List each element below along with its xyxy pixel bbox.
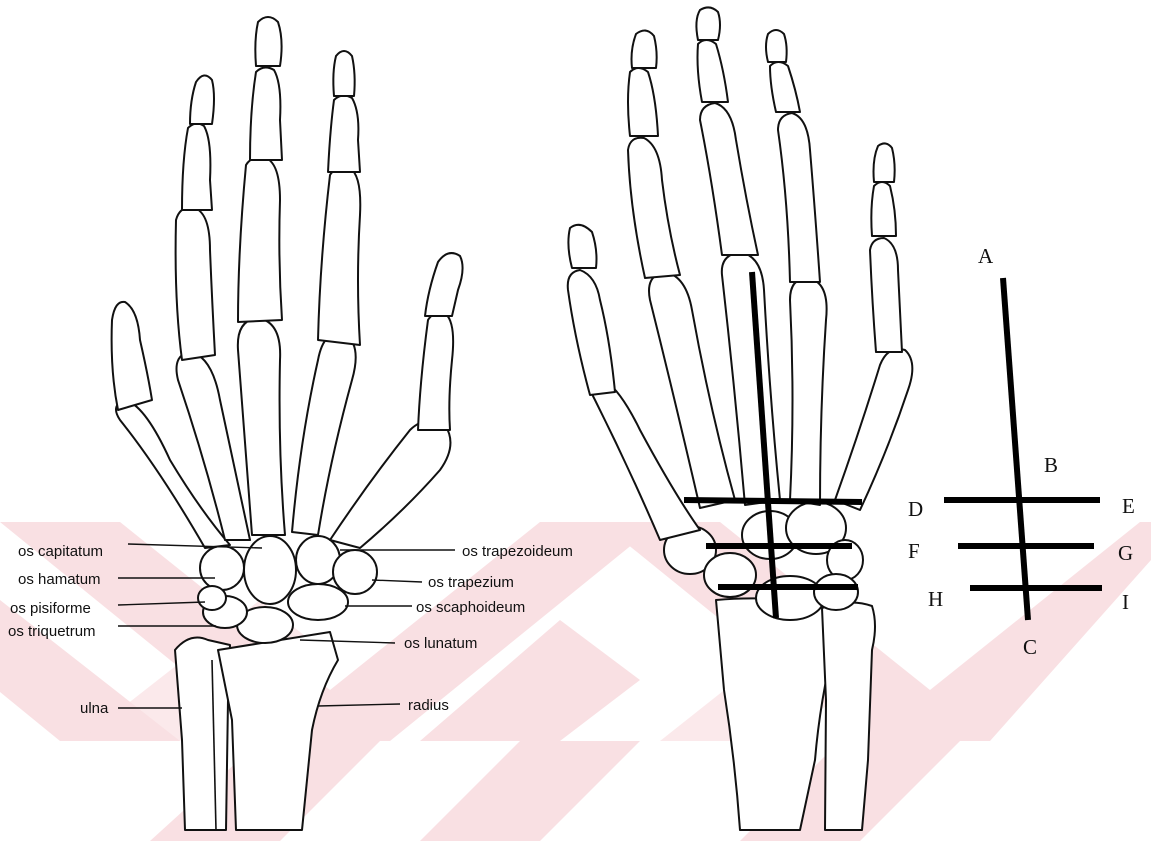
- label-os-triquetrum: os triquetrum: [8, 623, 96, 640]
- label-os-capitatum: os capitatum: [18, 543, 103, 560]
- letter-g: G: [1118, 541, 1133, 565]
- os-trapezium-bone: [333, 550, 377, 594]
- label-os-pisiforme: os pisiforme: [10, 600, 91, 617]
- schematic-axis-diagram: [944, 278, 1102, 620]
- watermark: [0, 522, 1151, 841]
- label-os-trapezium: os trapezium: [428, 574, 514, 591]
- label-os-lunatum: os lunatum: [404, 635, 477, 652]
- letter-e: E: [1122, 494, 1135, 518]
- os-capitatum-bone: [244, 536, 296, 604]
- letter-f: F: [908, 539, 920, 563]
- letter-h: H: [928, 587, 943, 611]
- letter-c: C: [1023, 635, 1037, 659]
- letter-b: B: [1044, 453, 1058, 477]
- os-hamatum-bone: [200, 546, 244, 590]
- label-os-scaphoideum: os scaphoideum: [416, 599, 525, 616]
- label-os-hamatum: os hamatum: [18, 571, 101, 588]
- os-scaphoideum-bone: [288, 584, 348, 620]
- label-os-trapezoideum: os trapezoideum: [462, 543, 573, 560]
- letter-a: A: [978, 244, 994, 268]
- letter-i: I: [1122, 590, 1129, 614]
- right-hand-skeleton: [568, 7, 913, 830]
- label-ulna: ulna: [80, 700, 109, 717]
- letter-d: D: [908, 497, 923, 521]
- label-radius: radius: [408, 697, 449, 714]
- os-pisiforme-bone: [198, 586, 226, 610]
